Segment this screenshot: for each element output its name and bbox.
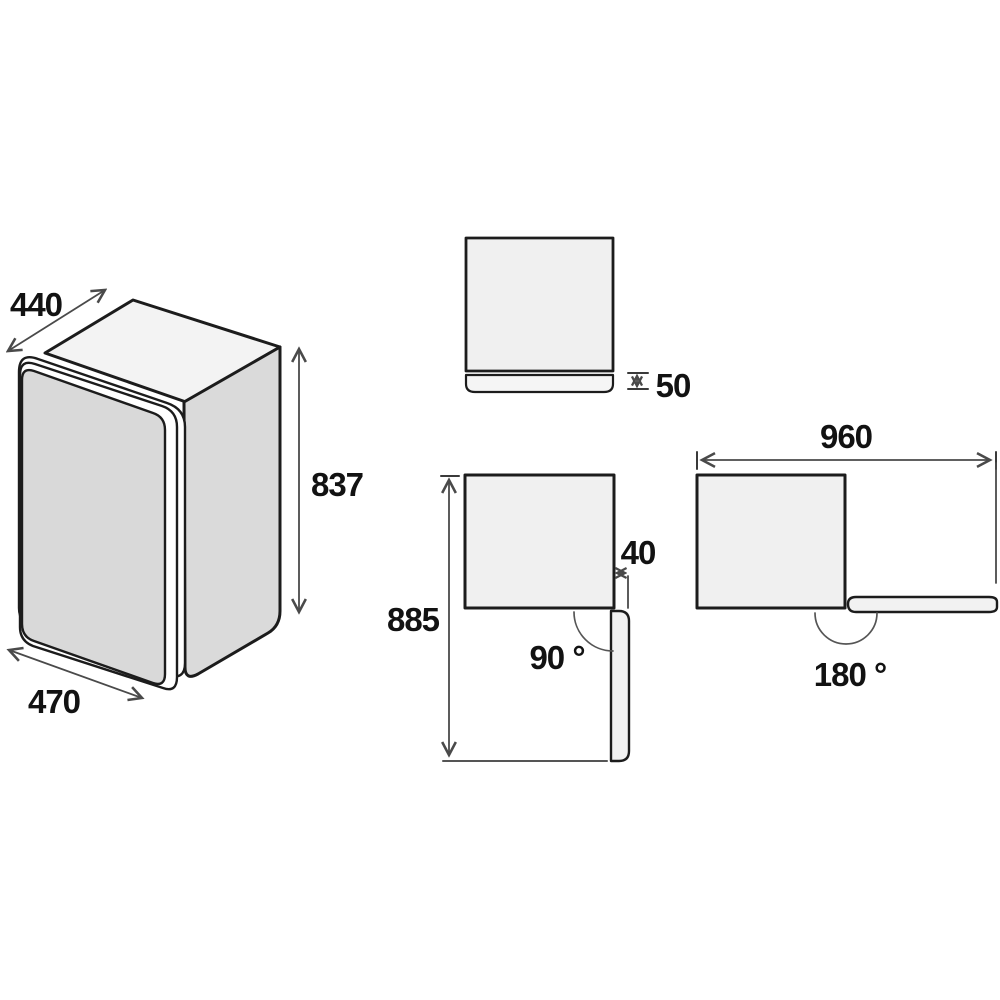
top-view-90-door xyxy=(609,609,631,763)
dim-depth-arrow xyxy=(8,290,105,351)
top-view-90: 885 40 90 ° xyxy=(387,473,656,763)
dim-depth-label: 440 xyxy=(10,286,62,323)
dim-clearance-label: 40 xyxy=(621,534,656,571)
angle-180-label: 180 ° xyxy=(814,656,886,693)
door-front-face xyxy=(20,368,167,686)
isometric-view: 440 837 470 xyxy=(8,286,364,720)
door-swing-arc-90 xyxy=(573,611,614,652)
dim-width-label: 470 xyxy=(28,683,80,720)
dim-height-label: 837 xyxy=(311,466,363,503)
front-view: 50 xyxy=(464,236,691,404)
top-view-180-body xyxy=(695,473,847,610)
dim-total-width-label: 960 xyxy=(820,418,872,455)
cabinet-side-face xyxy=(182,345,282,678)
angle-90-label: 90 ° xyxy=(529,639,584,676)
dim-total-depth-label: 885 xyxy=(387,601,440,638)
front-view-base xyxy=(464,373,615,394)
front-view-body xyxy=(464,236,615,373)
door-swing-arc-180 xyxy=(814,612,878,645)
dim-base-label: 50 xyxy=(656,367,691,404)
top-view-180-door xyxy=(846,595,999,614)
top-view-90-body xyxy=(463,473,616,610)
dim-width-arrow xyxy=(9,650,142,698)
top-view-180: 960 180 ° xyxy=(695,418,999,693)
